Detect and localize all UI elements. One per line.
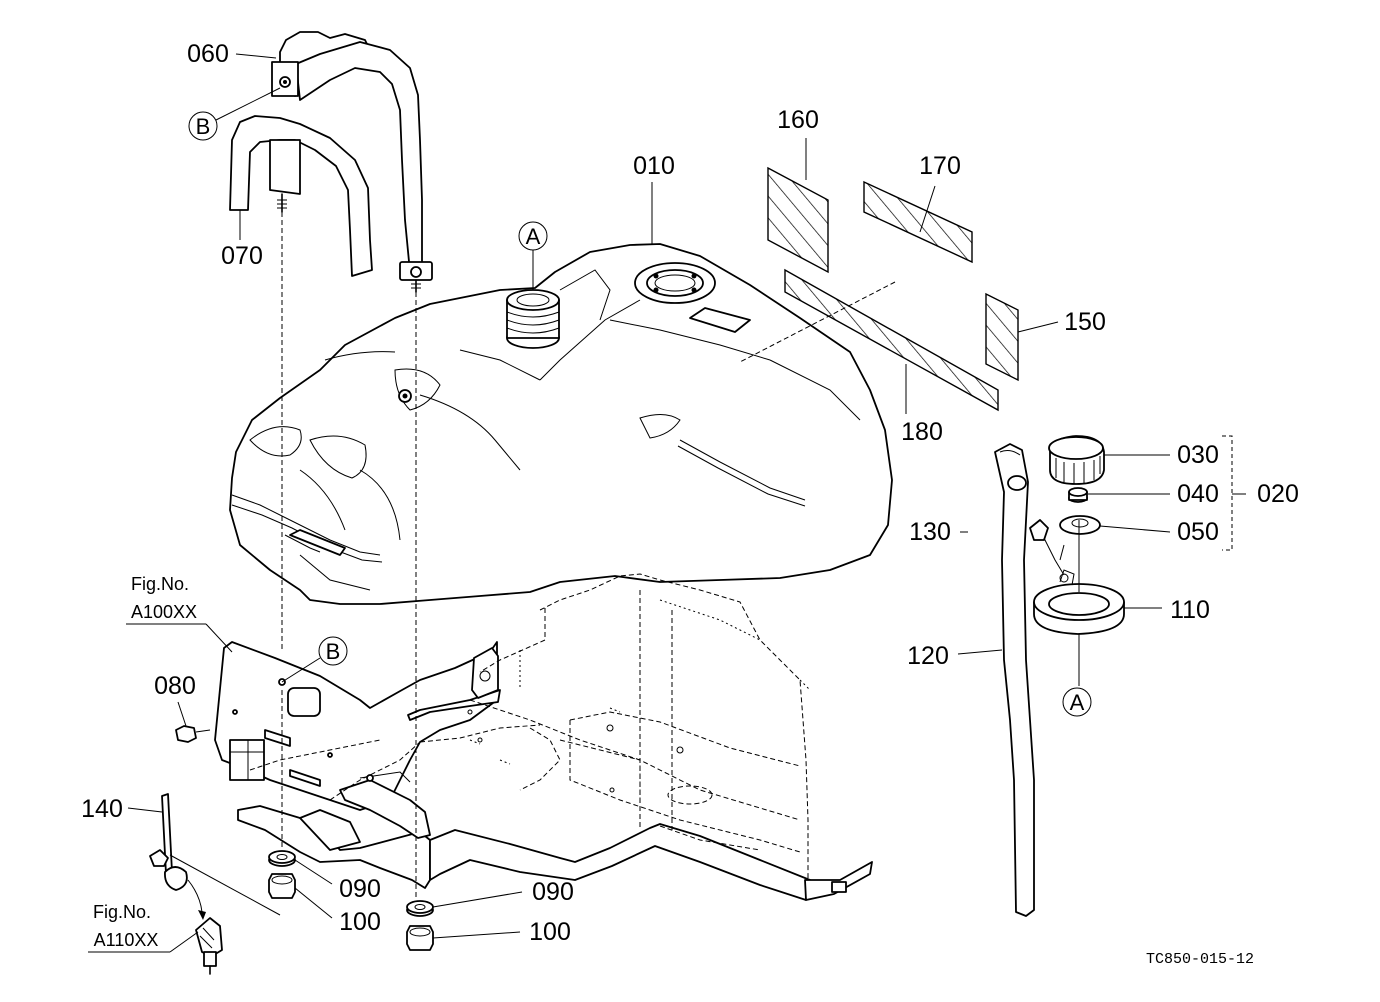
callout-070: 070 — [221, 210, 263, 270]
callout-160: 160 — [777, 106, 819, 134]
callout-010: 010 — [633, 152, 675, 180]
callout-100-left: 100 — [294, 887, 381, 936]
label-090-left: 090 — [339, 875, 381, 903]
fig-ref-a100: Fig.No. A100XX — [126, 574, 233, 653]
label-180: 180 — [901, 418, 943, 446]
marker-b-top-text: B — [196, 114, 211, 139]
callout-180: 180 — [901, 418, 943, 446]
label-090-right: 090 — [532, 878, 574, 906]
callout-120: 120 — [907, 642, 1003, 670]
decal-170 — [863, 180, 973, 264]
label-100-right: 100 — [529, 918, 571, 946]
callout-030: 030 — [1104, 441, 1219, 469]
frame-bracket — [214, 573, 873, 901]
callout-130: 130 — [909, 518, 968, 546]
decal-160 — [767, 166, 829, 274]
label-070: 070 — [221, 242, 263, 270]
fig-ref-a110-label: Fig.No. — [93, 902, 151, 922]
fig-ref-a100-label: Fig.No. — [131, 574, 189, 594]
marker-b-bottom-text: B — [326, 639, 341, 664]
fig-ref-a110: Fig.No. A110XX — [88, 902, 199, 953]
fuel-hose-fitting — [195, 917, 223, 975]
washer-090-left — [268, 850, 296, 867]
callout-140: 140 — [81, 795, 163, 823]
gasket-040 — [1068, 487, 1088, 503]
fuel-cap-030 — [1048, 435, 1105, 485]
marker-a-top-text: A — [526, 224, 541, 249]
marker-a-bottom: A — [1062, 687, 1092, 717]
callout-040: 040 — [1088, 480, 1219, 508]
callout-060: 060 — [187, 40, 277, 68]
marker-b-bottom: B — [281, 636, 348, 683]
label-140: 140 — [81, 795, 123, 823]
label-050: 050 — [1177, 518, 1219, 546]
label-030: 030 — [1177, 441, 1219, 469]
filler-adaptor-110 — [1033, 520, 1125, 686]
callout-050: 050 — [1099, 518, 1219, 546]
marker-a-top: A — [518, 221, 548, 290]
callout-150: 150 — [1064, 308, 1106, 336]
washer-090-right — [406, 900, 434, 917]
fig-ref-a100-code: A100XX — [131, 602, 197, 622]
callout-110: 110 — [1124, 596, 1210, 624]
tank-band-060 — [271, 31, 433, 293]
clamp-140 — [149, 793, 281, 920]
marker-b-top: B — [188, 87, 281, 141]
callout-090-left: 090 — [294, 859, 381, 903]
label-170: 170 — [919, 152, 961, 180]
callout-020: 020 — [1222, 435, 1299, 551]
marker-a-bottom-text: A — [1070, 690, 1085, 715]
label-130: 130 — [909, 518, 951, 546]
label-100-left: 100 — [339, 908, 381, 936]
hose-clamp-130 — [1029, 519, 1069, 583]
filler-pipe-120 — [994, 443, 1035, 917]
callout-170: 170 — [919, 152, 961, 180]
nut-100-right — [406, 925, 434, 951]
label-010: 010 — [633, 152, 675, 180]
decal-180 — [784, 268, 999, 412]
decal-150 — [985, 292, 1019, 382]
nut-100-left — [268, 873, 296, 899]
label-080: 080 — [154, 672, 196, 700]
alignment-lines — [281, 212, 417, 900]
label-020: 020 — [1257, 480, 1299, 508]
label-160: 160 — [777, 106, 819, 134]
label-120: 120 — [907, 642, 949, 670]
label-150: 150 — [1064, 308, 1106, 336]
washer-050 — [1059, 515, 1101, 535]
drawing-code: TC850-015-12 — [1146, 951, 1254, 968]
fig-ref-a110-code: A110XX — [94, 930, 159, 950]
callout-100-right: 100 — [432, 918, 571, 946]
callout-080: 080 — [154, 672, 196, 727]
callout-090-right: 090 — [432, 878, 574, 908]
fuel-tank — [229, 182, 893, 605]
decal-leader-lines — [739, 138, 1059, 414]
tank-band-070 — [229, 115, 373, 277]
label-060: 060 — [187, 40, 229, 68]
label-040: 040 — [1177, 480, 1219, 508]
bolt-080 — [175, 725, 211, 743]
label-110: 110 — [1170, 596, 1210, 624]
